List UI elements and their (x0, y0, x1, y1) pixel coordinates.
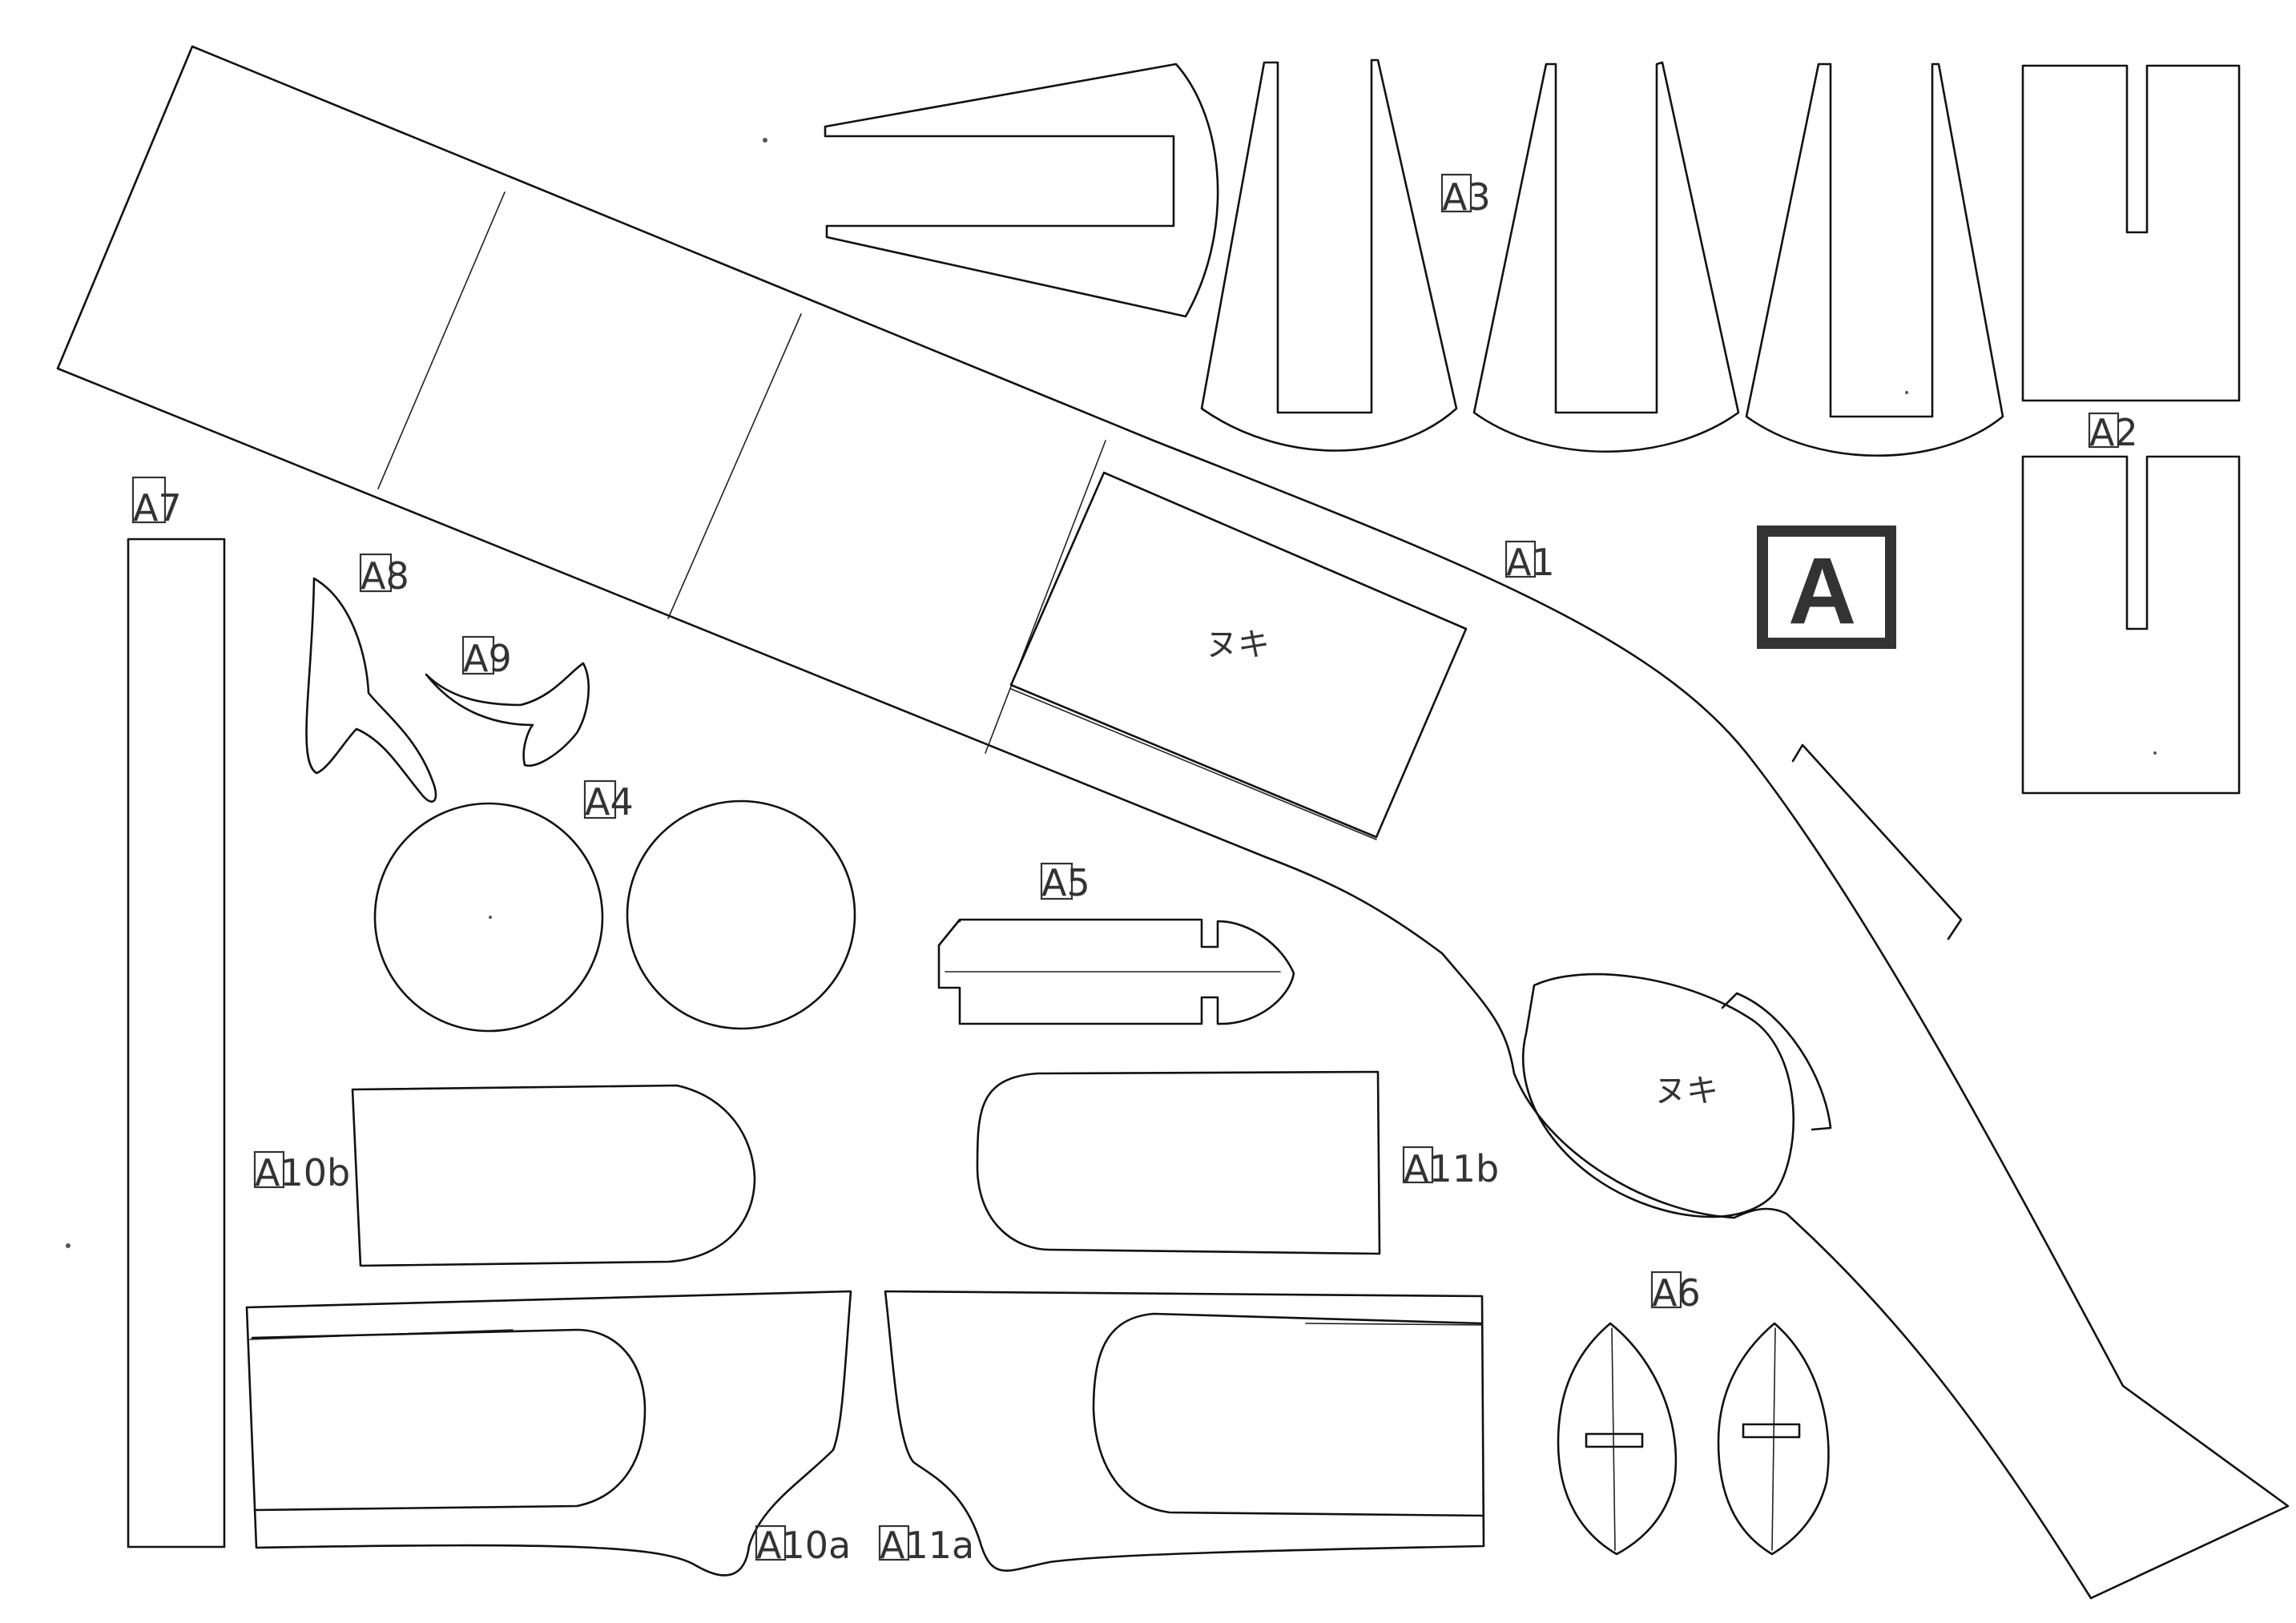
part-a7-outline (127, 538, 226, 1548)
part-a10b: A10b (253, 1084, 756, 1267)
part-a1: A1 ヌキ ヌキ (56, 45, 2290, 1600)
part-a1-oval-flap (1721, 992, 1832, 1131)
paper-specks (66, 138, 2157, 1248)
part-a1-oval (1522, 973, 1795, 1218)
part-a1-tab (1791, 743, 1963, 940)
part-a4-circle-2 (626, 799, 856, 1030)
part-a11b-label: A11b (1404, 1147, 1499, 1190)
part-a11a-window (1092, 1312, 1485, 1517)
part-a4-label: A4 (585, 780, 634, 824)
part-a3-label-box (1440, 173, 1472, 213)
part-fin-outline (824, 62, 1219, 318)
part-a6-leaf-1-spine (1611, 1327, 1616, 1551)
part-a6-label-box (1650, 1271, 1682, 1309)
part-a11b-label-box (1402, 1146, 1434, 1184)
part-a7: A7 (127, 476, 226, 1548)
part-a2-label-box (2088, 412, 2120, 449)
part-fin (824, 62, 1219, 318)
part-a6-leaf-2 (1717, 1322, 1830, 1556)
part-a7-label-box (131, 476, 167, 524)
part-a10b-outline (351, 1084, 756, 1267)
speck (763, 138, 767, 143)
part-a1-fold-1 (377, 191, 506, 489)
part-a4-circle-1 (373, 802, 604, 1033)
part-a1-outline (56, 45, 2290, 1600)
part-a11a-fold-top (1305, 1323, 1483, 1326)
speck (2153, 751, 2157, 755)
sheet-mark-box (1757, 526, 1896, 649)
part-a6-leaf-1 (1557, 1322, 1678, 1556)
part-a8: A8 (305, 553, 437, 803)
part-a5-outline (937, 918, 1295, 1025)
part-a6-leaf-1-slot (1585, 1432, 1644, 1448)
sheet-mark: A (1757, 526, 1896, 649)
speck (1905, 391, 1908, 394)
part-a11b-outline (976, 1070, 1381, 1255)
part-a2-bottom (2021, 455, 2241, 795)
part-a9-outline (425, 662, 590, 767)
part-a3: A3 (1200, 58, 2004, 457)
part-a10a: A10a (245, 1290, 852, 1577)
part-a10b-label-box (253, 1150, 285, 1189)
part-a3-piece-1 (1200, 58, 1458, 452)
part-a1-window-line (1010, 688, 1377, 840)
part-a9: A9 (425, 635, 590, 767)
part-a4: A4 (373, 779, 856, 1033)
part-a5: A5 (937, 861, 1295, 1025)
part-a6-leaf-2-slot (1742, 1423, 1801, 1439)
part-a1-fold-3 (985, 440, 1106, 754)
part-a6-leaf-2-spine (1771, 1327, 1776, 1551)
part-a11a-label-box (878, 1524, 910, 1561)
part-a10a-window (251, 1328, 647, 1512)
cutout-note-oval: ヌキ (1654, 1073, 1718, 1110)
part-a2-top (2021, 64, 2241, 402)
part-a10a-outline (245, 1290, 852, 1577)
part-a11a: A11a (878, 1290, 1485, 1572)
speck (489, 916, 492, 919)
part-a8-label-box (359, 553, 393, 593)
part-a3-piece-3 (1745, 62, 2004, 457)
cutout-note-rect: ヌキ (1206, 626, 1270, 663)
sheet-mark-letter: A (1788, 538, 1856, 644)
part-a6: A6 (1557, 1271, 1830, 1556)
part-a10a-label-box (755, 1524, 787, 1561)
part-a1-fold-2 (667, 313, 802, 619)
part-a2: A2 (2021, 64, 2241, 795)
part-a9-label-box (461, 635, 495, 675)
part-a3-piece-2 (1472, 61, 1740, 453)
part-a5-label-box (1040, 862, 1073, 900)
part-a11b: A11b (976, 1070, 1499, 1255)
part-a11a-outline (884, 1290, 1485, 1572)
speck (66, 1243, 70, 1248)
part-a1-window (1009, 471, 1468, 839)
part-a5-label: A5 (1041, 861, 1090, 904)
part-a4-label-box (583, 779, 617, 820)
part-a1-label-box (1504, 540, 1537, 578)
part-a8-outline (305, 577, 437, 803)
